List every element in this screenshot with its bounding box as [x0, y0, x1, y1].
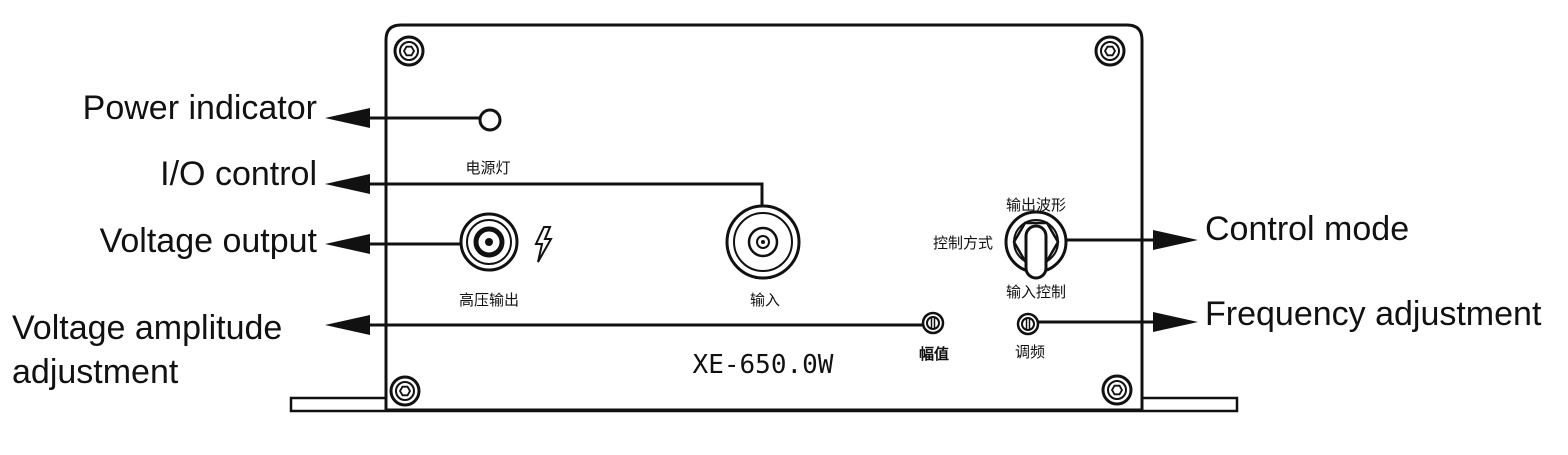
io-control-leader [362, 182, 764, 207]
mounting-screw-icon [1101, 374, 1133, 406]
mounting-screw-icon [389, 375, 421, 407]
amplitude-label: 幅值 [919, 345, 949, 363]
output-waveform-label: 输出波形 [1006, 196, 1066, 214]
voltage-amplitude-callout-line2: adjustment [12, 353, 179, 391]
high-voltage-output-connector [459, 212, 519, 272]
control-mode-callout: Control mode [1205, 210, 1409, 248]
control-method-label: 控制方式 [933, 234, 993, 252]
power-lamp-label: 电源灯 [465, 159, 510, 177]
potentiometer-icon [921, 311, 945, 335]
arrow-left-icon [325, 108, 370, 128]
model-label: XE-650.0W [693, 350, 834, 380]
input-control-label: 输入控制 [1006, 283, 1066, 301]
input-label: 输入 [750, 291, 780, 309]
mounting-screw-icon [393, 35, 425, 67]
arrow-left-icon [325, 174, 370, 194]
mounting-screw-icon [1094, 35, 1126, 67]
toggle-switch-icon [1004, 210, 1068, 280]
voltage-amplitude-callout-line1: Voltage amplitude [12, 309, 282, 347]
power-indicator-callout: Power indicator [83, 89, 317, 127]
high-voltage-bolt-icon [534, 226, 553, 263]
frequency-adjustment-callout: Frequency adjustment [1205, 295, 1542, 333]
arrow-left-icon [325, 234, 370, 254]
io-control-callout: I/O control [160, 155, 317, 193]
bnc-connector-icon [725, 204, 801, 280]
high-voltage-output-label: 高压输出 [459, 291, 519, 309]
led-indicator-icon [478, 108, 502, 132]
arrow-left-icon [325, 315, 370, 335]
potentiometer-icon [1016, 312, 1040, 336]
voltage-output-callout: Voltage output [100, 222, 318, 260]
arrow-right-icon [1153, 230, 1198, 250]
frequency-tune-label: 调频 [1015, 343, 1045, 361]
arrow-right-icon [1153, 312, 1198, 332]
